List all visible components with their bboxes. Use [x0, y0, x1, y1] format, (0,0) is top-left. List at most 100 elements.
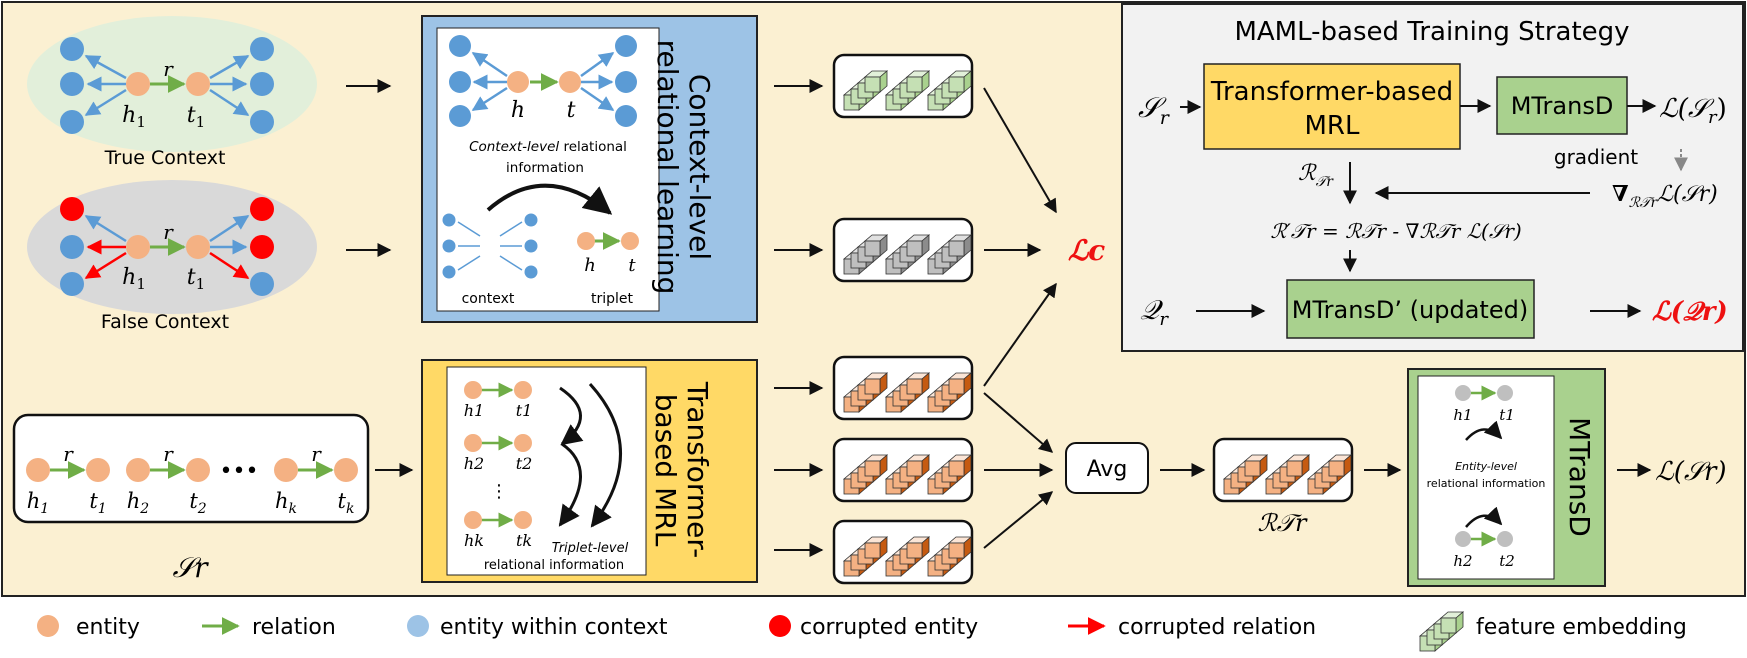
legend-label: entity [76, 615, 140, 640]
false-context-group: r h1 t1 False Context [27, 180, 317, 333]
tail-label: t1 [187, 265, 205, 293]
head-label: h2 [1453, 552, 1472, 570]
head-label: h2 [464, 454, 484, 473]
transformer-line-1: Transformer-based [1210, 77, 1453, 107]
cube-front [1244, 460, 1261, 477]
context-edge [580, 51, 615, 78]
context-entity [60, 37, 84, 61]
cube-front [864, 240, 881, 257]
tail-entity [514, 434, 532, 452]
head-label: hk [464, 531, 484, 550]
head-entity [464, 381, 482, 399]
flow-arrow [983, 87, 1057, 214]
corrupted-entity [250, 197, 274, 221]
cube-front [906, 460, 923, 477]
context-entity [615, 71, 637, 93]
relation-label: r [163, 220, 174, 244]
tail-label: t1 [516, 401, 533, 420]
head-entity [126, 72, 150, 96]
head-label: h1 [1453, 406, 1472, 424]
context-entity [442, 213, 456, 227]
head-entity [26, 458, 50, 482]
tail-label: t [628, 255, 636, 276]
cube-front [1440, 617, 1457, 634]
loss-c: ℒc [1068, 234, 1105, 267]
cube-front [948, 460, 965, 477]
legend-label: corrupted entity [800, 615, 978, 640]
mrl-box-title-2: based MRL [649, 394, 682, 547]
legend-entity-swatch [37, 615, 59, 637]
mtransd-updated-label: MTransD’ (updated) [1292, 296, 1528, 324]
context-entity [449, 71, 471, 93]
head-label: h1 [122, 103, 146, 131]
feature-embedding-cubes [842, 70, 1353, 577]
corrupted-entity [60, 197, 84, 221]
cube-front [864, 378, 881, 395]
context-word: context [462, 291, 515, 307]
head-label: h [584, 255, 596, 276]
context-entity [615, 105, 637, 127]
tail-entity [334, 458, 358, 482]
triplet-word: triplet [591, 291, 634, 307]
mtransd-block: h1 t1 Entity-level relational informatio… [1407, 368, 1606, 587]
context-edge [457, 255, 481, 271]
mtransd-box [1496, 76, 1628, 135]
legend-corrupted-entity-swatch [769, 615, 791, 637]
head-entity [126, 235, 150, 259]
head-label: h1 [464, 401, 484, 420]
context-edge [457, 221, 481, 237]
entity-caption-line2: relational information [1427, 477, 1546, 490]
context-edge [84, 54, 127, 80]
update-equation: ℛ′𝒯r = ℛ𝒯r - ∇ℛ𝒯r ℒ(𝒮r) [1270, 219, 1521, 243]
context-entity [60, 110, 84, 134]
corrupted-entity [250, 235, 274, 259]
cube-front [948, 542, 965, 559]
tail-label: t1 [1499, 406, 1515, 424]
cube-front [948, 76, 965, 93]
transformer-mrl-box [1203, 63, 1461, 150]
inner-context-edges [471, 51, 615, 112]
head-entity [507, 71, 529, 93]
legend-feature-swatch [1418, 611, 1465, 652]
cube-front [1286, 460, 1303, 477]
relation-label: r [63, 442, 74, 466]
mtransd-block-title: MTransD [1563, 417, 1596, 537]
rel-meta-label: ℛ𝒯r [1298, 161, 1334, 190]
mtransd-updated-box [1286, 279, 1535, 339]
context-box-title-2: relational learning [651, 40, 684, 295]
context-edge [209, 88, 250, 117]
cube-front [906, 240, 923, 257]
tail-entity [621, 232, 639, 250]
cube-front [948, 378, 965, 395]
context-entity [449, 35, 471, 57]
legend: entity relation entity within context co… [37, 611, 1687, 652]
context-caption-line2: information [506, 160, 584, 176]
mrl-inner-panel [446, 366, 647, 576]
context-edge [209, 54, 250, 80]
cube-front [1328, 460, 1345, 477]
ellipsis: ••• [220, 459, 259, 484]
tail-label: t2 [516, 454, 533, 473]
context-entity [250, 110, 274, 134]
context-level-box: h t Context-level relational information… [421, 15, 758, 323]
mrl-box-title-1: Transformer- [681, 381, 714, 558]
cube-front [906, 542, 923, 559]
vertical-ellipsis: ⋮ [490, 481, 508, 502]
head-entity [577, 232, 595, 250]
entity-caption: Entity-level [1455, 460, 1517, 473]
tail-label: t1 [187, 103, 205, 131]
legend-context-swatch [407, 615, 429, 637]
mtransd-label: MTransD [1511, 92, 1614, 120]
legend-label: feature embedding [1476, 615, 1687, 640]
context-edge [84, 214, 127, 243]
legend-label: relation [252, 615, 336, 640]
entity [1455, 531, 1471, 547]
corrupted-edge [84, 251, 127, 280]
loss-query: ℒ(𝒬r) [1652, 297, 1728, 327]
context-edge [209, 214, 250, 243]
context-box-title-1: Context-level [683, 74, 716, 260]
